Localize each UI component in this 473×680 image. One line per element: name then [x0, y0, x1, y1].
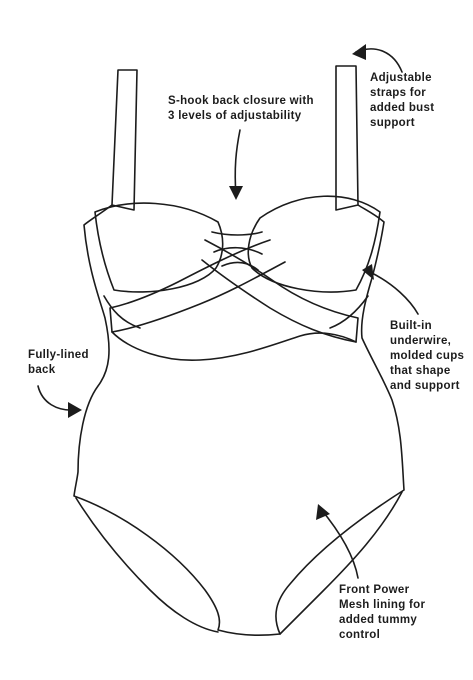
annotation-underwire: Built-in underwire, molded cups that sha… [390, 320, 465, 392]
annotation-closure: S-hook back closure with 3 levels of adj… [168, 95, 314, 122]
annotation-back: Fully-lined back [28, 349, 89, 376]
right-strap [335, 65, 359, 211]
arrow-mesh [316, 504, 359, 579]
side-panel-right [329, 295, 369, 329]
arrow-underwire [362, 264, 419, 315]
arrow-straps [352, 44, 403, 73]
center-twist [211, 231, 263, 271]
left-cup [94, 202, 224, 293]
right-leg-opening [279, 491, 403, 635]
arrow-closure [229, 129, 243, 200]
arrow-back [37, 385, 82, 418]
annotation-straps: Adjustable straps for added bust support [370, 72, 435, 129]
suit-outline [73, 204, 405, 636]
left-leg-opening [75, 497, 219, 633]
left-strap [111, 69, 138, 211]
crossover-band-left [109, 239, 286, 333]
side-panel-left [103, 295, 141, 329]
annotation-mesh: Front Power Mesh lining for added tummy … [339, 584, 426, 641]
underbust-line [111, 331, 357, 361]
